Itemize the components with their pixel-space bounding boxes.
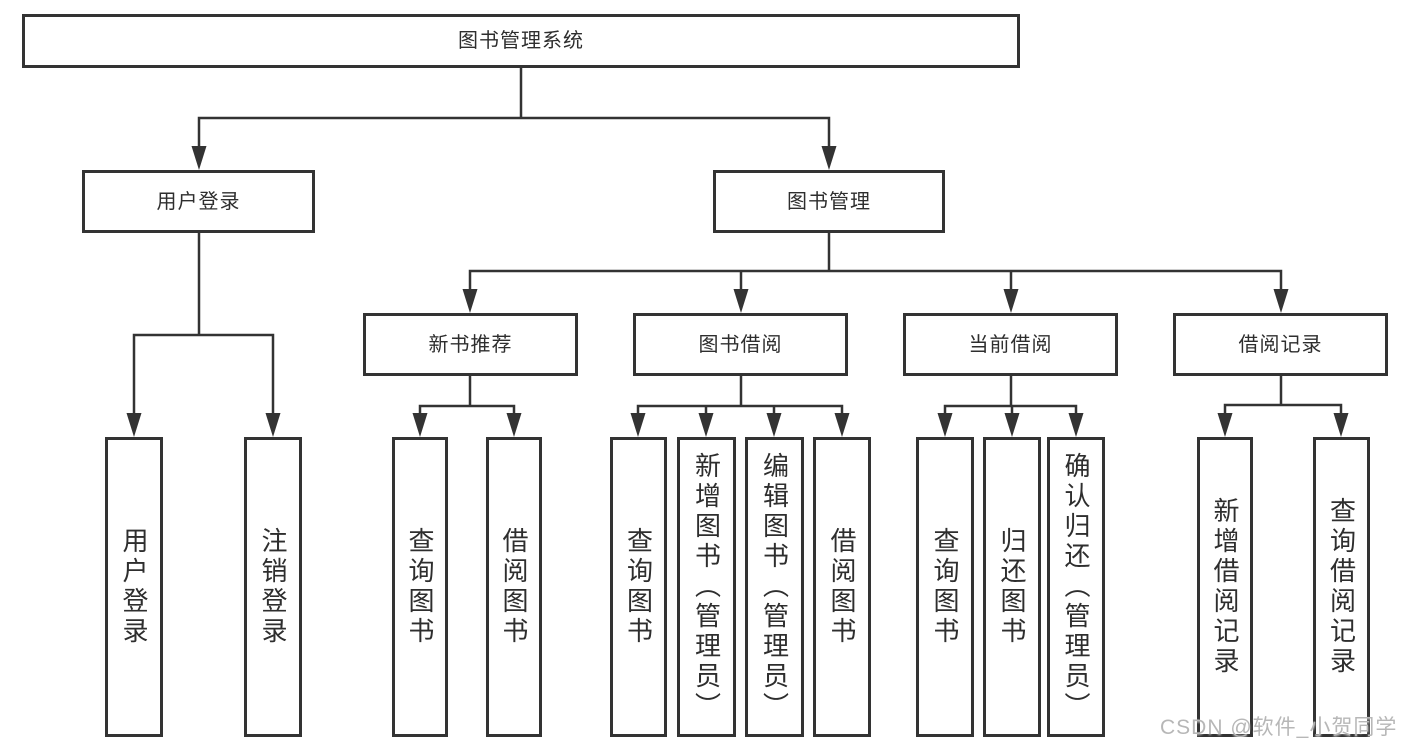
leaf-query-borrow-record: 查询借阅记录 — [1313, 437, 1370, 737]
leaf-add-borrow-record: 新增借阅记录 — [1197, 437, 1253, 737]
leaf-query-book-current: 查询图书 — [916, 437, 974, 737]
node-borrow-records: 借阅记录 — [1173, 313, 1388, 376]
node-user-login: 用户登录 — [82, 170, 315, 233]
node-current-borrow: 当前借阅 — [903, 313, 1118, 376]
leaf-confirm-return-admin: 确认归还（管理员） — [1047, 437, 1105, 737]
leaf-logout: 注销登录 — [244, 437, 302, 737]
node-book-borrow: 图书借阅 — [633, 313, 848, 376]
leaf-borrow-book: 借阅图书 — [813, 437, 871, 737]
watermark: CSDN @软件_小贺同学 — [1160, 716, 1398, 739]
leaf-edit-book-admin: 编辑图书（管理员） — [745, 437, 804, 737]
leaf-return-book: 归还图书 — [983, 437, 1041, 737]
leaf-borrow-book-recommend: 借阅图书 — [486, 437, 542, 737]
node-new-book-recommend: 新书推荐 — [363, 313, 578, 376]
leaf-query-book-borrow: 查询图书 — [610, 437, 667, 737]
node-book-management: 图书管理 — [713, 170, 945, 233]
leaf-add-book-admin: 新增图书（管理员） — [677, 437, 736, 737]
leaf-user-login: 用户登录 — [105, 437, 163, 737]
leaf-query-book-recommend: 查询图书 — [392, 437, 448, 737]
node-library-system: 图书管理系统 — [22, 14, 1020, 68]
